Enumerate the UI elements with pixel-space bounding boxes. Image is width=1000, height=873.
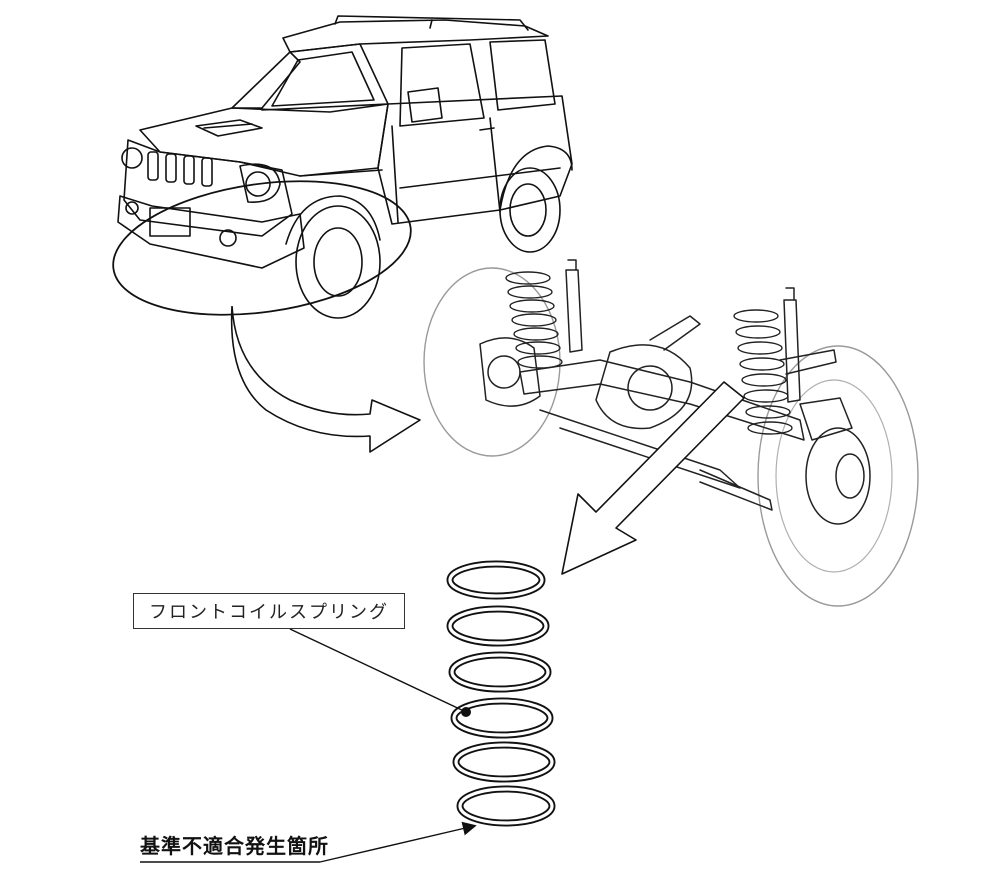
defect-location-text: 基準不適合発生箇所 [140,833,329,858]
part-name-text: フロントコイルスプリング [149,602,389,623]
pointer-arrow [561,381,745,575]
highlight-ellipse [112,180,412,316]
front-coil-spring [446,560,556,827]
defect-leader-arrow [319,821,477,863]
part-name-leader-line [289,628,467,713]
curved-callout-arrow [230,305,421,453]
part-name-label: フロントコイルスプリング [133,593,405,629]
vehicle-illustration [117,15,573,319]
leader-dot [461,707,471,717]
suspension-illustration [423,259,919,607]
defect-location-label: 基準不適合発生箇所 [140,829,370,859]
